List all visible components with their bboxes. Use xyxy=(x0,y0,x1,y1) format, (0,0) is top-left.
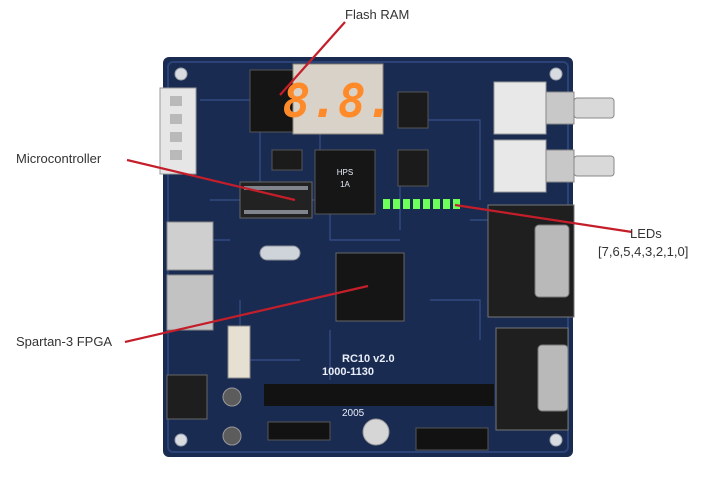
label-leds: LEDs xyxy=(630,226,662,241)
flash-ram-chip xyxy=(249,69,299,133)
display-digits: 8.8. xyxy=(283,74,394,128)
label-leds-order: [7,6,5,4,3,2,1,0] xyxy=(598,244,689,259)
rotary-encoder xyxy=(362,418,390,446)
led xyxy=(403,199,410,209)
board-model: RC10 v2.0 xyxy=(342,353,395,365)
capacitor xyxy=(222,426,242,446)
led xyxy=(443,199,450,209)
chip-marking: 1A xyxy=(340,180,350,189)
leader-lines xyxy=(124,21,633,344)
led xyxy=(433,199,440,209)
bnc-connector xyxy=(493,81,615,135)
label-flash-ram: Flash RAM xyxy=(345,7,410,22)
fpga-chip xyxy=(335,252,405,322)
serial-connector xyxy=(495,327,569,431)
vga-connector xyxy=(487,204,575,318)
audio-jack xyxy=(166,374,208,420)
led xyxy=(423,199,430,209)
mount-hole xyxy=(549,67,563,81)
regulator-chip xyxy=(314,149,376,215)
board-serial: 1000-1130 xyxy=(322,366,374,378)
ic-chip xyxy=(397,91,429,129)
capacitor xyxy=(222,387,242,407)
ribbon-connector xyxy=(227,325,251,379)
usb-connector xyxy=(166,221,214,271)
led xyxy=(413,199,420,209)
label-microcontroller: Microcontroller xyxy=(16,151,102,166)
bnc-connector xyxy=(493,139,615,193)
label-fpga: Spartan-3 FPGA xyxy=(16,334,113,349)
led-row xyxy=(383,199,460,209)
ic-chip xyxy=(397,149,429,187)
crystal xyxy=(259,245,301,261)
mount-hole xyxy=(174,433,188,447)
led xyxy=(453,199,460,209)
leader-flash-ram xyxy=(279,21,346,96)
pin-header xyxy=(267,421,331,441)
mount-hole xyxy=(174,67,188,81)
seven-segment-display xyxy=(292,63,384,135)
pin-header xyxy=(415,427,489,451)
ic-chip xyxy=(271,149,303,171)
board-year: 2005 xyxy=(342,408,365,419)
pin-header xyxy=(264,384,494,406)
leader-microcontroller xyxy=(126,158,296,202)
led xyxy=(383,199,390,209)
mount-hole xyxy=(549,433,563,447)
leader-leds xyxy=(454,203,633,234)
leader-fpga xyxy=(124,284,369,344)
chip-marking: HPS xyxy=(337,168,353,177)
led xyxy=(393,199,400,209)
ps2-connector xyxy=(166,274,214,331)
